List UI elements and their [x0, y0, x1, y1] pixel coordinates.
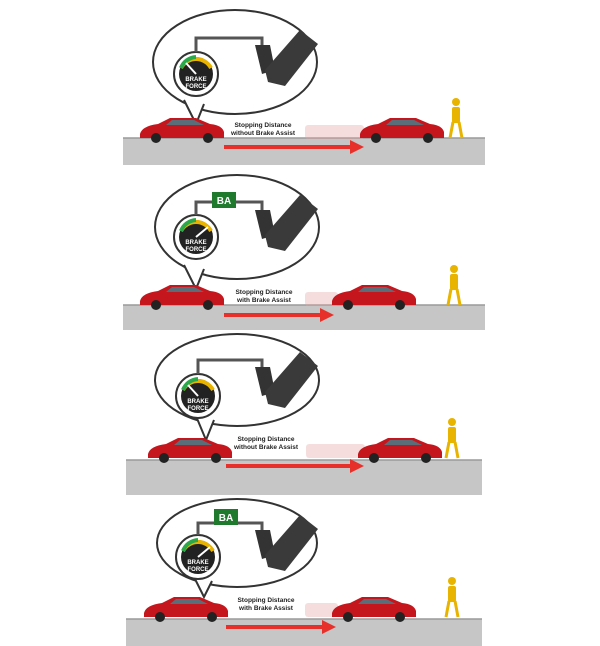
gauge-label-1: BRAKE: [187, 399, 208, 405]
road: [123, 305, 485, 330]
caption-line-2: with Brake Assist: [236, 297, 292, 304]
road: [126, 619, 482, 646]
gauge-label-2: FORCE: [188, 567, 209, 573]
gauge-label-1: BRAKE: [185, 77, 206, 83]
thought-bubble: BRAKE FORCE: [153, 10, 318, 124]
gauge-label-2: FORCE: [186, 84, 207, 90]
scenario-panel-1: BRAKE FORCE Stopping Distance without Br…: [0, 0, 600, 165]
caption-line-2: without Brake Assist: [233, 444, 299, 451]
gauge-label-1: BRAKE: [187, 560, 208, 566]
ba-label: BA: [217, 196, 231, 207]
caption-line-1: Stopping Distance: [234, 122, 291, 129]
brake-force-gauge: BRAKE FORCE: [176, 535, 220, 579]
brake-force-gauge: BRAKE FORCE: [174, 52, 218, 96]
scenario-panel-3: BRAKE FORCE Stopping Distance without Br…: [0, 330, 600, 495]
thought-bubble: BRAKE FORCE BA: [155, 175, 319, 289]
caption-line-2: with Brake Assist: [238, 605, 294, 612]
ba-label: BA: [219, 513, 233, 524]
pedestrian: [446, 577, 458, 617]
caption-line-1: Stopping Distance: [237, 436, 294, 443]
pedestrian: [450, 98, 462, 138]
gauge-label-1: BRAKE: [185, 240, 206, 246]
scenario-panel-4: BRAKE FORCE BA Stopping Distance with Br…: [0, 495, 600, 646]
pedestrian: [446, 418, 458, 458]
brake-force-gauge: BRAKE FORCE: [174, 215, 218, 259]
ghost-cars: [306, 444, 365, 458]
gauge-label-2: FORCE: [186, 247, 207, 253]
ghost-cars: [305, 125, 364, 139]
caption-line-1: Stopping Distance: [235, 289, 292, 296]
caption-line-2: without Brake Assist: [230, 130, 296, 137]
thought-bubble: BRAKE FORCE BA: [157, 499, 318, 597]
thought-bubble: BRAKE FORCE: [155, 334, 319, 440]
pedestrian: [448, 265, 460, 305]
brake-force-gauge: BRAKE FORCE: [176, 374, 220, 418]
caption-line-1: Stopping Distance: [237, 597, 294, 604]
scenario-panel-2: BRAKE FORCE BA Stopping Distance with Br…: [0, 165, 600, 330]
gauge-label-2: FORCE: [188, 406, 209, 412]
